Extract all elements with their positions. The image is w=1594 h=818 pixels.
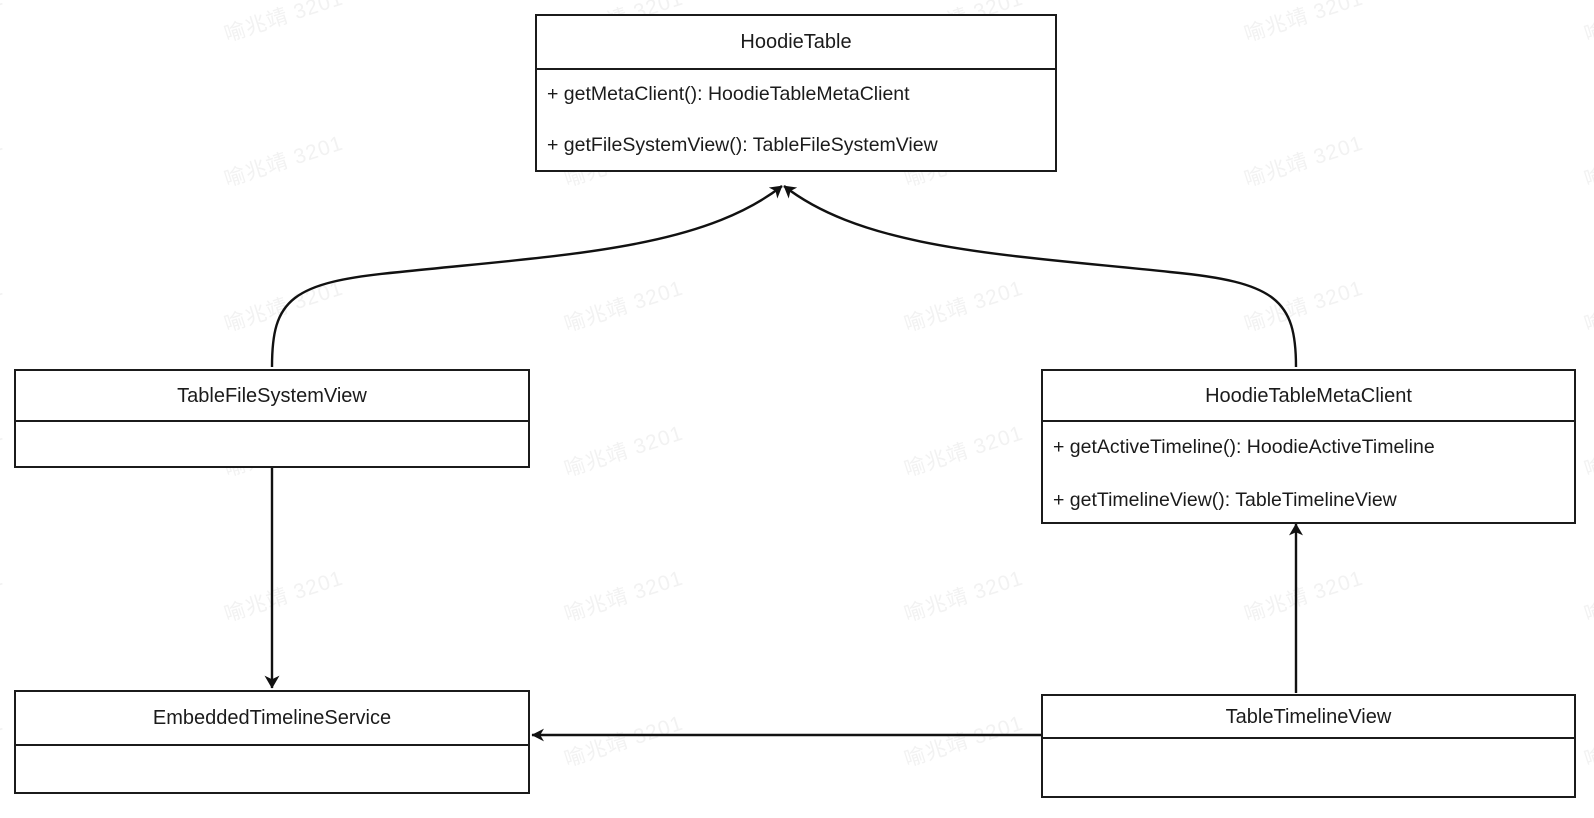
uml-member: + getMetaClient(): HoodieTableMetaClient: [547, 83, 910, 105]
watermark-text: 喻兆靖 3201: [561, 711, 687, 772]
uml-class-name-table-timeline-view: TableTimelineView: [1225, 705, 1392, 728]
uml-members-embedded-timeline-service: [16, 744, 528, 796]
watermark-text: 喻兆靖 3201: [0, 421, 7, 482]
watermark-text: 喻兆靖 3201: [1241, 276, 1367, 337]
uml-member: + getTimelineView(): TableTimelineView: [1053, 489, 1397, 511]
watermark-text: 喻兆靖 3201: [1581, 132, 1594, 192]
uml-members-hoodie-table-meta-client: + getActiveTimeline(): HoodieActiveTimel…: [1043, 420, 1574, 526]
uml-class-name-hoodie-table-meta-client: HoodieTableMetaClient: [1205, 384, 1412, 407]
watermark-text: 喻兆靖 3201: [901, 421, 1027, 482]
watermark-text: 喻兆靖 3201: [1581, 422, 1594, 482]
watermark-text: 喻兆靖 3201: [901, 711, 1027, 772]
uml-members-table-file-system-view: [16, 420, 528, 470]
watermark-text: 喻兆靖 3201: [0, 566, 7, 627]
watermark-text: 喻兆靖 3201: [221, 131, 347, 192]
uml-class-hoodie-table[interactable]: HoodieTable + getMetaClient(): HoodieTab…: [535, 14, 1057, 172]
watermark-text: 喻兆靖 3201: [1581, 712, 1594, 772]
uml-class-name-embedded-timeline-service: EmbeddedTimelineService: [152, 707, 392, 729]
uml-class-name-table-file-system-view: TableFileSystemView: [177, 384, 367, 407]
uml-member: + getFileSystemView(): TableFileSystemVi…: [547, 134, 938, 156]
uml-members-table-timeline-view: [1043, 737, 1574, 800]
watermark-text: 喻兆靖 3201: [561, 566, 687, 627]
watermark-text: 喻兆靖 3201: [1581, 277, 1594, 337]
uml-class-table-timeline-view[interactable]: TableTimelineView: [1041, 694, 1576, 798]
connector-tablefilesystemview-to-hoodietable: [270, 185, 783, 368]
watermark-text: 喻兆靖 3201: [901, 566, 1027, 627]
uml-class-table-file-system-view[interactable]: TableFileSystemView: [14, 369, 530, 468]
watermark-text: 喻兆靖 3201: [901, 276, 1027, 337]
watermark-text: 喻兆靖 3201: [221, 0, 347, 47]
watermark-text: 喻兆靖 3201: [1581, 0, 1594, 47]
watermark-text: 喻兆靖 3201: [561, 421, 687, 482]
watermark-text: 喻兆靖 3201: [0, 711, 7, 772]
uml-class-name-hoodie-table: HoodieTable: [740, 31, 852, 53]
watermark-text: 喻兆靖 3201: [0, 131, 7, 192]
uml-member: + getActiveTimeline(): HoodieActiveTimel…: [1053, 436, 1435, 458]
uml-members-hoodie-table: + getMetaClient(): HoodieTableMetaClient…: [537, 68, 1055, 170]
uml-class-hoodie-table-meta-client[interactable]: HoodieTableMetaClient + getActiveTimelin…: [1041, 369, 1576, 524]
watermark-text: 喻兆靖 3201: [561, 276, 687, 337]
watermark-text: 喻兆靖 3201: [221, 276, 347, 337]
watermark-text: 喻兆靖 3201: [0, 276, 7, 337]
watermark-text: 喻兆靖 3201: [1241, 131, 1367, 192]
watermark-text: 喻兆靖 3201: [0, 0, 7, 47]
connector-hoodietablemetaclient-to-hoodietable: [783, 185, 1298, 368]
watermark-text: 喻兆靖 3201: [1241, 0, 1367, 47]
watermark-text: 喻兆靖 3201: [221, 566, 347, 627]
watermark-text: 喻兆靖 3201: [1581, 567, 1594, 627]
watermark-text: 喻兆靖 3201: [1241, 566, 1367, 627]
uml-class-embedded-timeline-service[interactable]: EmbeddedTimelineService: [14, 690, 530, 794]
